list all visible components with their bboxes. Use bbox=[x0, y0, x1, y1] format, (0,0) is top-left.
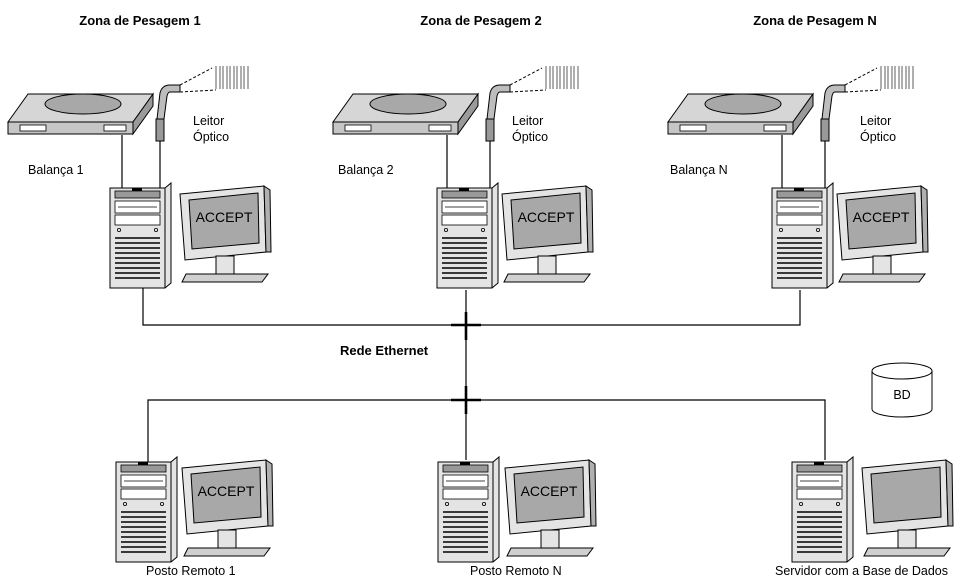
monitor-screen-text: ACCEPT bbox=[518, 209, 575, 225]
network-wiring bbox=[142, 285, 826, 462]
computer-tower-icon bbox=[436, 182, 499, 289]
monitor-screen-text: ACCEPT bbox=[521, 483, 578, 499]
computer-tower-icon bbox=[791, 456, 854, 563]
remote-station-n: ACCEPT Posto Remoto N bbox=[437, 456, 597, 577]
computer-tower-icon bbox=[109, 182, 172, 289]
scale-label: Balança 1 bbox=[28, 163, 84, 177]
remote-station-1: ACCEPT Posto Remoto 1 bbox=[115, 456, 274, 577]
station-label: Posto Remoto N bbox=[470, 564, 562, 577]
reader-label: Leitor bbox=[512, 114, 543, 128]
reader-label: Óptico bbox=[860, 129, 896, 144]
station-label: Servidor com a Base de Dados bbox=[775, 564, 948, 577]
database-server: Servidor com a Base de Dados bbox=[775, 456, 954, 577]
reader-label: Óptico bbox=[512, 129, 548, 144]
monitor-icon: ACCEPT bbox=[504, 459, 597, 557]
reader-label: Óptico bbox=[193, 129, 229, 144]
weighing-scale-icon bbox=[332, 93, 479, 135]
monitor-icon: ACCEPT bbox=[501, 185, 594, 283]
monitor-screen-text: ACCEPT bbox=[198, 483, 255, 499]
reader-label: Leitor bbox=[860, 114, 891, 128]
database-label: BD bbox=[893, 388, 910, 402]
scale-label: Balança 2 bbox=[338, 163, 394, 177]
monitor-icon: ACCEPT bbox=[179, 185, 272, 283]
computer-tower-icon bbox=[771, 182, 834, 289]
monitor-icon: ACCEPT bbox=[836, 185, 929, 283]
scale-label: Balança N bbox=[670, 163, 728, 177]
computer-tower-icon bbox=[437, 456, 500, 563]
weighing-scale-icon bbox=[667, 93, 814, 135]
monitor-icon bbox=[861, 459, 954, 557]
weighing-zone-2: Zona de Pesagem 2 Balança 2 Leitor Óptic… bbox=[332, 13, 594, 289]
network-label: Rede Ethernet bbox=[340, 343, 429, 358]
station-label: Posto Remoto 1 bbox=[146, 564, 236, 577]
weighing-scale-icon bbox=[7, 93, 154, 135]
zone-title: Zona de Pesagem 2 bbox=[420, 13, 541, 28]
computer-tower-icon bbox=[115, 456, 178, 563]
database-icon: BD bbox=[871, 362, 933, 418]
monitor-screen-text: ACCEPT bbox=[853, 209, 910, 225]
weighing-zone-n: Zona de Pesagem N Balança N Leitor Óptic… bbox=[667, 13, 929, 289]
monitor-screen-text: ACCEPT bbox=[196, 209, 253, 225]
monitor-icon: ACCEPT bbox=[181, 459, 274, 557]
zone-title: Zona de Pesagem N bbox=[753, 13, 877, 28]
weighing-zone-1: Zona de Pesagem 1 Balança 1 Leitor Óptic… bbox=[7, 13, 272, 289]
reader-label: Leitor bbox=[193, 114, 224, 128]
zone-title: Zona de Pesagem 1 bbox=[79, 13, 200, 28]
